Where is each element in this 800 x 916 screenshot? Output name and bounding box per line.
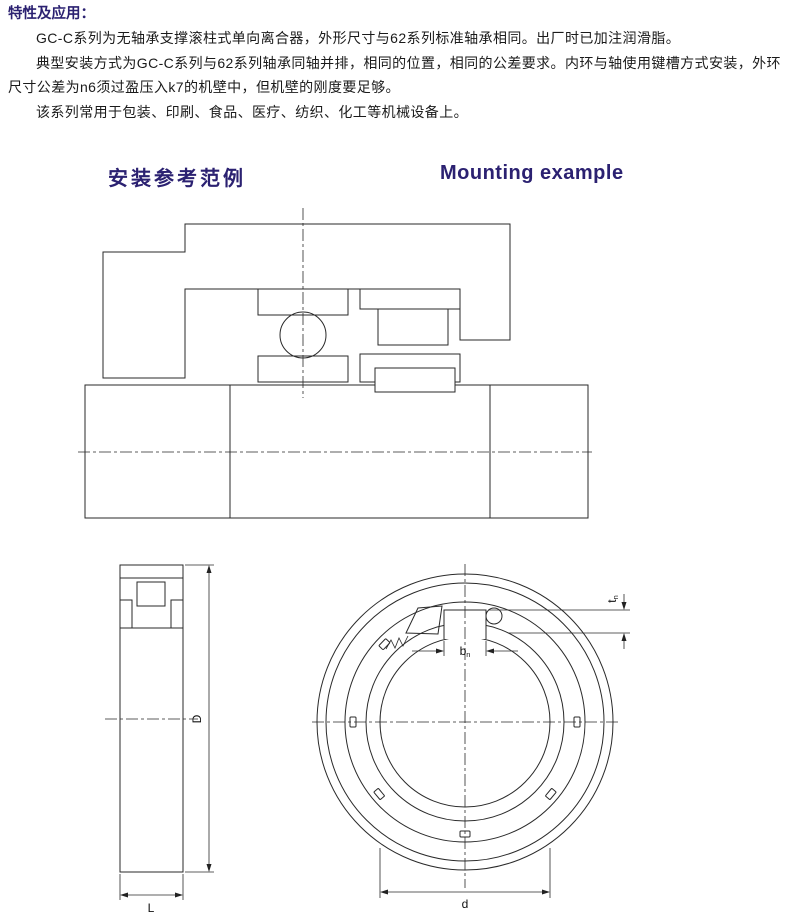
- shaft-section: [84, 384, 589, 519]
- dimension-L: L: [119, 874, 184, 915]
- dim-label-bore: d: [462, 897, 469, 911]
- heading-mounting-example-en: Mounting example: [440, 162, 624, 184]
- intro-section: 特性及应用： GC-C系列为无轴承支撑滚柱式单向离合器，外形尺寸与62系列标准轴…: [0, 0, 800, 125]
- dim-label-width: L: [148, 901, 155, 915]
- heading-mounting-example-zh: 安装参考范例: [108, 168, 246, 190]
- side-view-drawing: D L: [105, 564, 214, 915]
- housing-section: [102, 223, 511, 379]
- clutch-section: [359, 288, 461, 393]
- ring-cross-section: [119, 564, 184, 873]
- dimension-keyway-depth: tn: [488, 594, 630, 649]
- paragraph-3: 该系列常用于包装、印刷、食品、医疗、纺织、化工等机械设备上。: [36, 104, 468, 120]
- dimension-D: D: [185, 564, 214, 873]
- paragraph-2: 典型安装方式为GC-C系列与62系列轴承同轴并排，相同的位置，相同的公差要求。内…: [8, 55, 781, 95]
- dimension-bore: d: [379, 848, 551, 911]
- centerlines: [78, 208, 592, 453]
- paragraph-1: GC-C系列为无轴承支撑滚柱式单向离合器，外形尺寸与62系列标准轴承相同。出厂时…: [36, 30, 681, 46]
- dim-label-keyway-width: bn: [460, 644, 471, 659]
- centerlines: [312, 564, 620, 888]
- mounting-cross-section-drawing: [78, 208, 592, 519]
- dimension-keyway-width: bn: [412, 641, 518, 659]
- features-title: 特性及应用：: [8, 6, 95, 22]
- dim-label-outer-diameter: D: [190, 714, 204, 723]
- front-view-drawing: bn tn d: [312, 564, 630, 911]
- dim-label-keyway-depth: tn: [605, 595, 620, 603]
